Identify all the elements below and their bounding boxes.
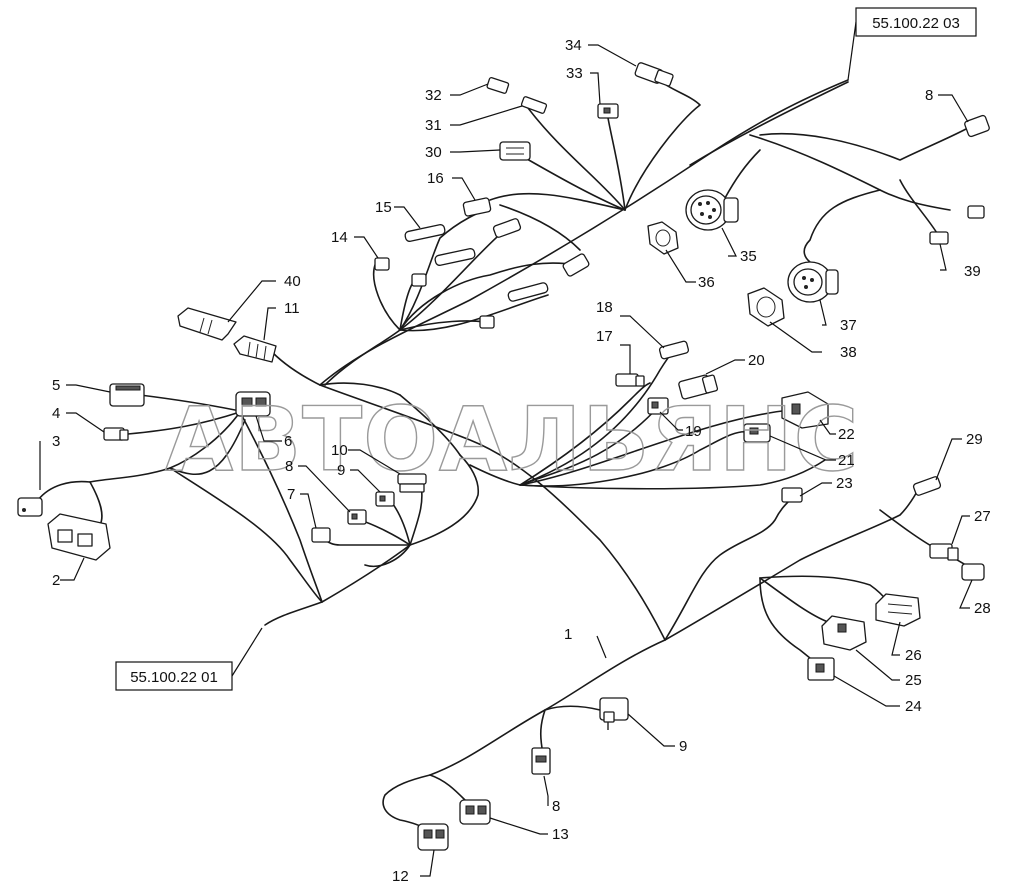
connector-15-icon	[404, 224, 549, 302]
connector-32-icon	[486, 77, 510, 94]
label-12: 12	[392, 868, 409, 885]
label-30: 30	[425, 144, 442, 161]
connector-24-icon	[807, 657, 835, 681]
label-22: 22	[838, 426, 855, 443]
connector-22-icon	[781, 391, 829, 429]
label-35: 35	[740, 248, 757, 265]
main-trunk-lower	[319, 384, 666, 641]
connector-27-icon	[929, 543, 959, 561]
label-6: 6	[284, 433, 292, 450]
label-14: 14	[331, 229, 348, 246]
connector-7-icon	[311, 527, 331, 543]
label-10: 10	[331, 442, 348, 459]
connector-35-icon	[685, 189, 739, 231]
label-3: 3	[52, 433, 60, 450]
connector-8-mid-icon	[347, 509, 367, 525]
connector-16-icon	[462, 197, 590, 277]
label-4: 4	[52, 405, 60, 422]
nut-36-icon	[647, 221, 679, 255]
label-40: 40	[284, 273, 301, 290]
label-36: 36	[698, 274, 715, 291]
connector-12-icon	[417, 823, 449, 851]
label-13: 13	[552, 826, 569, 843]
label-1: 1	[564, 626, 572, 643]
connector-37-icon	[787, 261, 839, 303]
connector-17-icon	[615, 373, 645, 387]
label-9-lower: 9	[679, 738, 687, 755]
connector-6-icon	[235, 391, 271, 417]
label-8-lower: 8	[552, 798, 560, 815]
connector-2-icon	[47, 513, 111, 561]
connector-11-icon	[233, 335, 277, 363]
connector-20-icon	[678, 374, 719, 400]
label-7: 7	[287, 486, 295, 503]
label-21: 21	[838, 452, 855, 469]
connector-33-icon	[597, 103, 619, 119]
reference-top-right: 55.100.22 03	[847, 7, 977, 81]
label-16: 16	[427, 170, 444, 187]
label-15: 15	[375, 199, 392, 216]
label-37: 37	[840, 317, 857, 334]
label-24: 24	[905, 698, 922, 715]
label-34: 34	[565, 37, 582, 54]
connector-28-icon	[961, 563, 985, 581]
label-31: 31	[425, 117, 442, 134]
connector-9-upper-icon	[375, 491, 395, 507]
connector-29-icon	[912, 476, 942, 496]
label-5: 5	[52, 377, 60, 394]
leader-lines	[39, 44, 973, 877]
label-19: 19	[685, 423, 702, 440]
connector-8-top-icon	[964, 114, 990, 138]
label-11: 11	[284, 300, 300, 317]
connector-25-icon	[821, 615, 867, 651]
connector-10-icon	[397, 473, 427, 493]
connector-14-icon	[374, 257, 495, 329]
label-32: 32	[425, 87, 442, 104]
label-39: 39	[964, 263, 981, 280]
reference-top-right-text: 55.100.22 03	[872, 15, 960, 32]
connector-parts	[17, 62, 990, 851]
label-25: 25	[905, 672, 922, 689]
label-20: 20	[748, 352, 765, 369]
watermark-text: АВТОАЛЬЯНС	[165, 388, 859, 491]
reference-bottom-left: 55.100.22 01	[115, 627, 263, 691]
connector-21-icon	[743, 423, 771, 443]
connector-5-icon	[109, 383, 145, 407]
label-23: 23	[836, 475, 853, 492]
connector-8-lower-icon	[531, 747, 551, 775]
connector-9-lower-icon	[599, 697, 629, 730]
connector-34-icon	[634, 62, 674, 87]
connector-26-icon	[875, 593, 921, 627]
label-28: 28	[974, 600, 991, 617]
label-27: 27	[974, 508, 991, 525]
connector-31-icon	[520, 96, 548, 114]
callout-numbers: 34 33 32 31 30 16 15 14 40 11 5 4 3 2 6 …	[52, 37, 991, 885]
label-29: 29	[966, 431, 983, 448]
connector-39-icon	[929, 205, 985, 245]
label-2: 2	[52, 572, 60, 589]
connector-30-icon	[499, 141, 531, 161]
label-33: 33	[566, 65, 583, 82]
label-8-top: 8	[925, 87, 933, 104]
label-9-mid: 9	[337, 462, 345, 479]
connector-18-icon	[658, 340, 690, 360]
label-17: 17	[596, 328, 613, 345]
label-38: 38	[840, 344, 857, 361]
main-trunk-upper	[319, 79, 849, 386]
connector-3-icon	[17, 497, 43, 517]
harness-wires	[37, 79, 976, 831]
label-8-mid: 8	[285, 458, 293, 475]
connector-13-icon	[459, 799, 491, 825]
connector-40-icon	[177, 307, 237, 341]
label-26: 26	[905, 647, 922, 664]
connector-4-icon	[103, 427, 129, 441]
reference-bottom-left-text: 55.100.22 01	[130, 669, 218, 686]
main-trunk-bottom	[382, 639, 666, 831]
label-18: 18	[596, 299, 613, 316]
connector-19-icon	[647, 397, 669, 415]
nut-38-icon	[747, 287, 785, 327]
